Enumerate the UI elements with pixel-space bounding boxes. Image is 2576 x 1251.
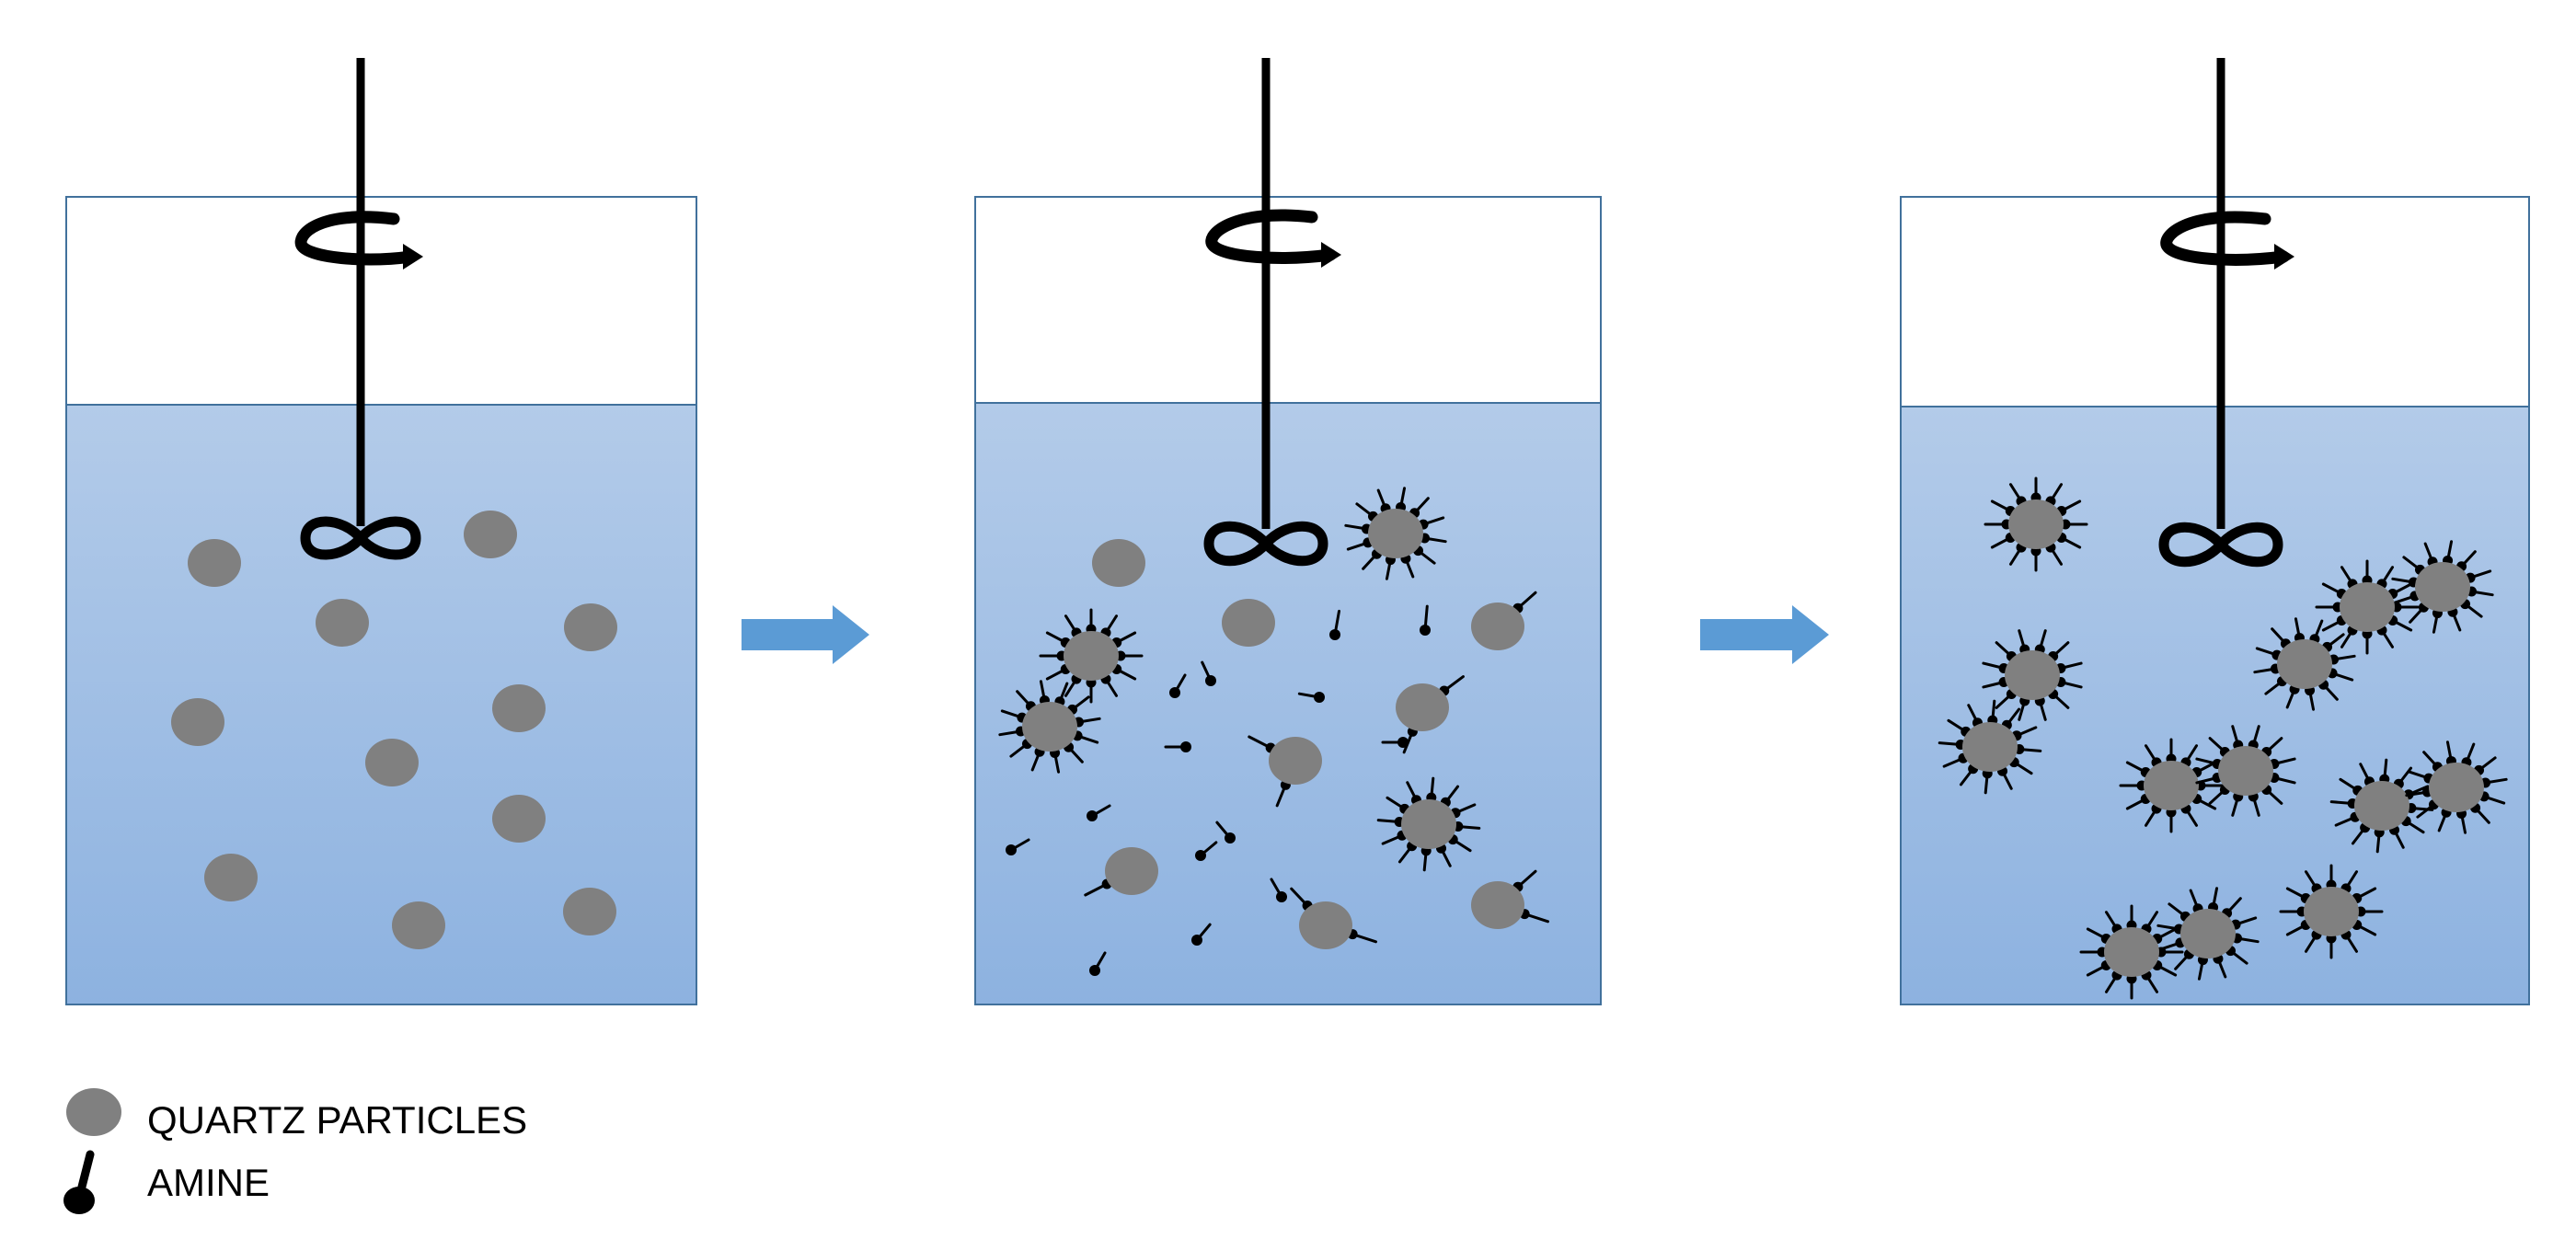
quartz-particle <box>1022 702 1077 752</box>
particle-cluster <box>171 511 617 949</box>
amine-molecule <box>1215 821 1236 844</box>
tank-stage-1 <box>65 58 697 1005</box>
quartz-particle <box>1471 881 1524 929</box>
particle-cluster <box>1938 476 2508 1000</box>
coated-particle <box>998 680 1101 774</box>
quartz-particle <box>1105 847 1158 895</box>
coated-particle <box>2405 740 2508 834</box>
quartz-particle <box>1222 599 1275 647</box>
partially-coated-particle <box>1396 675 1465 754</box>
quartz-particle <box>171 698 224 746</box>
rotation-arrow-icon <box>2160 211 2290 266</box>
tank-stage-2 <box>974 58 1602 1005</box>
partially-coated-particle <box>1290 887 1378 949</box>
coated-particle <box>2156 887 2260 981</box>
quartz-particle <box>1092 539 1145 587</box>
quartz-particle <box>1401 799 1456 849</box>
quartz-particle <box>1962 722 2018 772</box>
coated-particle <box>2119 738 2224 833</box>
amine-molecule <box>1089 951 1107 976</box>
quartz-particle <box>1368 509 1423 558</box>
tank-headspace <box>974 196 1602 404</box>
quartz-particle-icon <box>66 1088 121 1136</box>
amine-molecule <box>1329 609 1341 640</box>
quartz-particle <box>2304 887 2359 936</box>
quartz-particle <box>2104 927 2159 977</box>
partially-coated-particle <box>1084 847 1158 897</box>
quartz-particle <box>492 684 546 732</box>
quartz-particle <box>1064 631 1119 681</box>
amine-molecule <box>1420 604 1431 636</box>
quartz-particle <box>1269 737 1322 785</box>
quartz-particle <box>2218 746 2273 796</box>
coated-particle <box>2315 559 2420 655</box>
legend-quartz-label: QUARTZ PARTICLES <box>147 1098 527 1142</box>
rotation-arrow-icon <box>294 211 418 266</box>
quartz-particle <box>2415 562 2470 612</box>
impeller-icon <box>1203 521 1328 567</box>
process-arrow-icon <box>742 605 869 664</box>
quartz-particle <box>2180 909 2236 958</box>
quartz-particle <box>1299 901 1352 949</box>
amine-molecule <box>1087 804 1111 821</box>
quartz-particle <box>1471 603 1524 650</box>
rotation-arrow-icon <box>1205 209 1337 264</box>
stirrer-icon <box>294 58 423 560</box>
tank-headspace <box>65 196 697 406</box>
amine-molecule <box>1006 838 1030 855</box>
amine-molecule <box>1191 923 1212 946</box>
process-arrow-icon <box>1700 605 1829 664</box>
amine-molecule <box>1169 673 1187 698</box>
partially-coated-particle <box>1471 869 1550 929</box>
coated-particle <box>1984 476 2088 572</box>
quartz-particle <box>1396 683 1449 731</box>
particle-cluster <box>998 487 1550 976</box>
quartz-particle <box>492 795 546 843</box>
amine-molecule <box>1270 878 1287 902</box>
quartz-particle <box>2005 650 2060 700</box>
amine-molecule <box>1164 741 1191 752</box>
stirrer-icon <box>2158 58 2294 568</box>
coated-particle <box>1344 487 1447 580</box>
coated-particle <box>2079 904 2184 1000</box>
quartz-particle <box>2277 639 2332 689</box>
coated-particle <box>2195 725 2296 817</box>
coated-particle <box>1039 608 1144 704</box>
quartz-particle <box>204 854 258 901</box>
quartz-particle <box>564 603 617 651</box>
quartz-particle <box>464 511 517 558</box>
quartz-particle <box>563 888 616 935</box>
amine-molecule <box>1195 841 1218 861</box>
quartz-particle <box>2144 761 2199 810</box>
coated-particle <box>2391 540 2494 634</box>
quartz-particle <box>392 901 445 949</box>
coated-particle <box>1938 699 2042 795</box>
tank-headspace <box>1900 196 2530 407</box>
quartz-particle <box>2354 781 2409 831</box>
quartz-particle <box>316 599 369 647</box>
stirrer-icon <box>1203 58 1341 567</box>
coated-particle <box>2279 864 2384 959</box>
amine-molecule-icon <box>63 1150 95 1214</box>
quartz-particle <box>365 739 419 786</box>
quartz-particle <box>2340 582 2395 632</box>
coated-particle <box>1376 776 1481 872</box>
partially-coated-particle <box>1471 591 1537 650</box>
impeller-icon <box>300 516 421 560</box>
amine-molecule <box>1381 737 1409 748</box>
legend: QUARTZ PARTICLES AMINE <box>63 1088 527 1214</box>
coated-particle <box>1982 629 2083 721</box>
tank-stage-3 <box>1900 58 2530 1005</box>
partially-coated-particle <box>1248 735 1322 808</box>
legend-amine-label: AMINE <box>147 1161 270 1204</box>
quartz-particle <box>188 539 241 587</box>
impeller-icon <box>2158 522 2283 568</box>
amine-molecule <box>1297 692 1325 703</box>
amine-molecule <box>1201 660 1216 686</box>
quartz-particle <box>2008 499 2064 549</box>
quartz-particle <box>2429 763 2484 812</box>
coated-particle <box>2253 617 2356 711</box>
